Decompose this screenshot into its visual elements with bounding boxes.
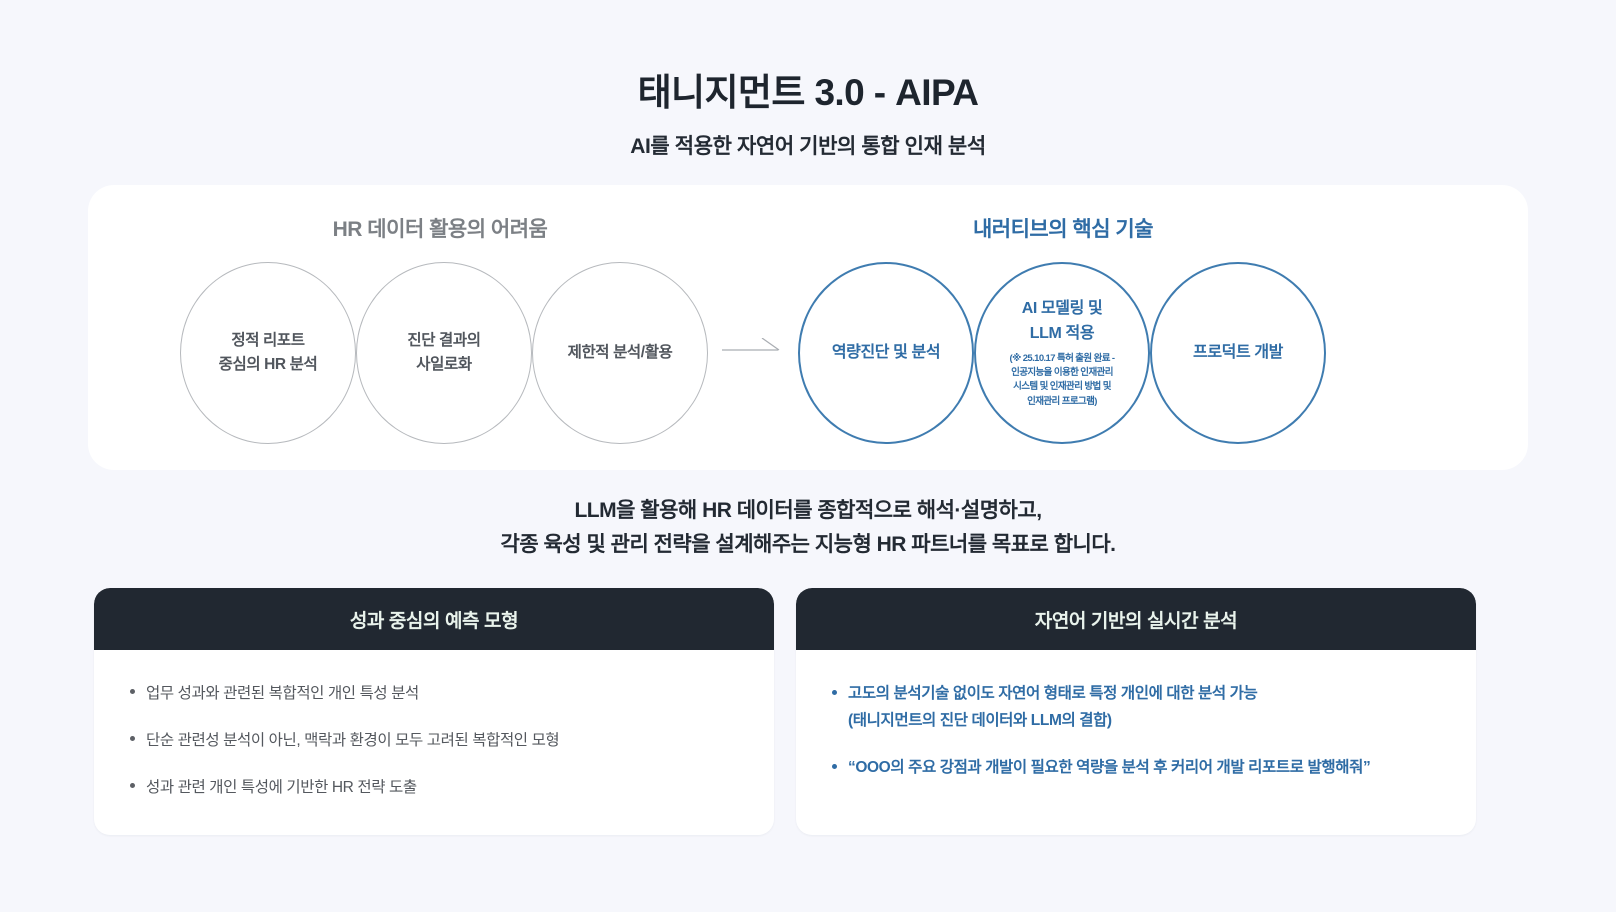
right-circle-1-label: 역량진단 및 분석 xyxy=(831,343,941,361)
left-circle-1: 정적 리포트 중심의 HR 분석 xyxy=(180,262,356,444)
left-circle-3-label: 제한적 분석/활용 xyxy=(567,343,673,361)
card-prediction-model-title: 성과 중심의 예측 모형 xyxy=(349,610,519,632)
left-circle-1-label: 정적 리포트 중심의 HR 분석 xyxy=(218,331,318,373)
right-circle-2-note: (※ 25.10.17 특허 출원 완료 - 인공지능을 이용한 인재관리 시스… xyxy=(1009,352,1116,407)
mission-statement: LLM을 활용해 HR 데이터를 종합적으로 해석·설명하고, 각종 육성 및 … xyxy=(500,499,1116,557)
left-circle-2: 진단 결과의 사일로화 xyxy=(356,262,532,444)
diagram-panel: HR 데이터 활용의 어려움 정적 리포트 중심의 HR 분석 진단 결과의 사… xyxy=(88,185,1528,470)
right-group-title: 내러티브의 핵심 기술 xyxy=(972,218,1154,241)
list-item-text: 단순 관련성 분석이 아닌, 맥락과 환경이 모두 고려된 복합적인 모형 xyxy=(146,732,560,750)
page-title: 태니지먼트 3.0 - AIPA xyxy=(637,72,979,113)
card-prediction-model-body: 업무 성과와 관련된 복합적인 개인 특성 분석 단순 관련성 분석이 아닌, … xyxy=(94,650,774,835)
feature-cards: 성과 중심의 예측 모형 업무 성과와 관련된 복합적인 개인 특성 분석 단순… xyxy=(94,588,1522,836)
title-block: 태니지먼트 3.0 - AIPA AI를 적용한 자연어 기반의 통합 인재 분… xyxy=(0,70,1616,160)
list-item-text: 고도의 분석기술 없이도 자연어 형태로 특정 개인에 대한 분석 가능 (태니… xyxy=(848,685,1258,730)
list-item-text: 성과 관련 개인 특성에 기반한 HR 전략 도출 xyxy=(146,779,417,797)
page-subtitle: AI를 적용한 자연어 기반의 통합 인재 분석 xyxy=(630,135,986,159)
list-item: 업무 성과와 관련된 복합적인 개인 특성 분석 xyxy=(128,680,740,707)
bullet-dot-icon xyxy=(832,690,837,695)
card-realtime-analysis-title: 자연어 기반의 실시간 분석 xyxy=(1034,610,1238,632)
right-circle-3-label: 프로덕트 개발 xyxy=(1193,343,1283,361)
left-circle-3: 제한적 분석/활용 xyxy=(532,262,708,444)
arrow-right-icon xyxy=(722,338,780,351)
list-item: 성과 관련 개인 특성에 기반한 HR 전략 도출 xyxy=(128,774,740,801)
card-prediction-model-header: 성과 중심의 예측 모형 xyxy=(94,588,774,650)
right-circle-1: 역량진단 및 분석 xyxy=(798,262,974,444)
card-realtime-analysis-body: 고도의 분석기술 없이도 자연어 형태로 특정 개인에 대한 분석 가능 (태니… xyxy=(796,650,1476,815)
right-circle-3: 프로덕트 개발 xyxy=(1150,262,1326,444)
bullet-dot-icon xyxy=(130,689,135,694)
card-realtime-analysis-header: 자연어 기반의 실시간 분석 xyxy=(796,588,1476,650)
left-circle-2-label: 진단 결과의 사일로화 xyxy=(407,331,481,373)
list-item-text: “OOO의 주요 강점과 개발이 필요한 역량을 분석 후 커리어 개발 리포트… xyxy=(848,759,1371,777)
bullet-dot-icon xyxy=(832,764,837,770)
right-circle-2: AI 모델링 및 LLM 적용 (※ 25.10.17 특허 출원 완료 - 인… xyxy=(974,262,1150,444)
right-circle-2-label: AI 모델링 및 LLM 적용 xyxy=(1021,300,1103,342)
card-realtime-analysis: 자연어 기반의 실시간 분석 고도의 분석기술 없이도 자연어 형태로 특정 개… xyxy=(796,588,1476,836)
list-item-text: 업무 성과와 관련된 복합적인 개인 특성 분석 xyxy=(146,685,419,702)
list-item: 단순 관련성 분석이 아닌, 맥락과 환경이 모두 고려된 복합적인 모형 xyxy=(128,727,740,754)
list-item: “OOO의 주요 강점과 개발이 필요한 역량을 분석 후 커리어 개발 리포트… xyxy=(830,754,1442,781)
list-item: 고도의 분석기술 없이도 자연어 형태로 특정 개인에 대한 분석 가능 (태니… xyxy=(830,680,1442,734)
bullet-dot-icon xyxy=(130,783,135,789)
left-group-title: HR 데이터 활용의 어려움 xyxy=(332,218,548,241)
card-prediction-model: 성과 중심의 예측 모형 업무 성과와 관련된 복합적인 개인 특성 분석 단순… xyxy=(94,588,774,836)
bullet-dot-icon xyxy=(130,736,135,742)
